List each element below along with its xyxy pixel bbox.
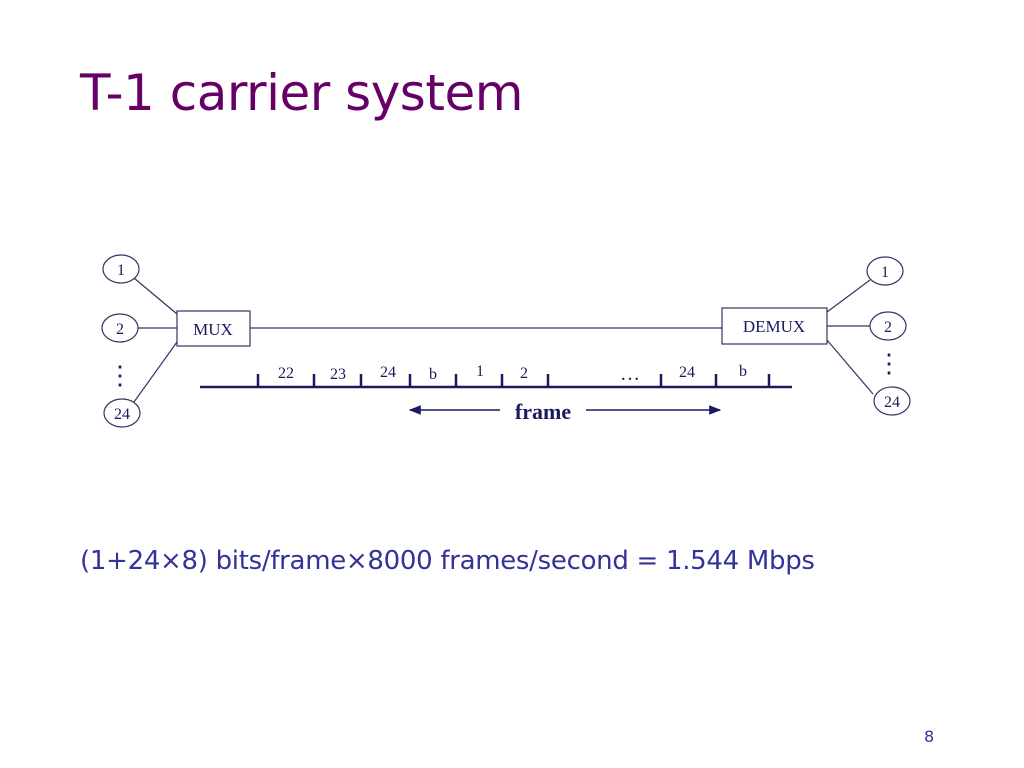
input-node-label: 2 <box>116 321 124 338</box>
slide-title: T-1 carrier system <box>80 64 523 122</box>
output-node-24: 24 <box>873 386 911 416</box>
slot-label: b <box>429 366 437 383</box>
mux-input-line-24 <box>133 341 178 403</box>
output-node-1: 1 <box>866 256 904 286</box>
output-node-label: 1 <box>881 264 889 281</box>
page-number: 8 <box>924 727 935 746</box>
demux-output-line-24 <box>826 339 874 395</box>
demux-output-line-1 <box>826 279 871 313</box>
slot-label: 24 <box>679 364 695 381</box>
input-node-1: 1 <box>102 254 140 284</box>
demux-box: DEMUX <box>721 307 828 345</box>
output-node-label: 24 <box>884 394 900 411</box>
slot-label: b <box>739 363 747 380</box>
demux-label: DEMUX <box>743 317 805 336</box>
bitrate-formula: (1+24×8) bits/frame×8000 frames/second =… <box>80 546 815 576</box>
slot-label: 22 <box>278 365 294 382</box>
output-vertical-ellipsis: ⋮ <box>876 349 902 378</box>
frame-label: frame <box>515 399 571 424</box>
mux-box: MUX <box>176 310 251 347</box>
output-node-2: 2 <box>869 311 907 341</box>
slot-label: 23 <box>330 366 346 383</box>
slot-ellipsis: … <box>620 363 640 385</box>
input-node-24: 24 <box>103 398 141 428</box>
slot-label: 2 <box>520 365 528 382</box>
slot-label: 1 <box>476 363 484 380</box>
mux-label: MUX <box>193 320 233 339</box>
input-node-label: 24 <box>114 406 130 423</box>
slot-label: 24 <box>380 364 396 381</box>
mux-input-line-1 <box>133 277 178 315</box>
input-vertical-ellipsis: ⋮ <box>107 361 133 390</box>
input-node-label: 1 <box>117 262 125 279</box>
input-node-2: 2 <box>101 313 139 343</box>
output-node-label: 2 <box>884 319 892 336</box>
